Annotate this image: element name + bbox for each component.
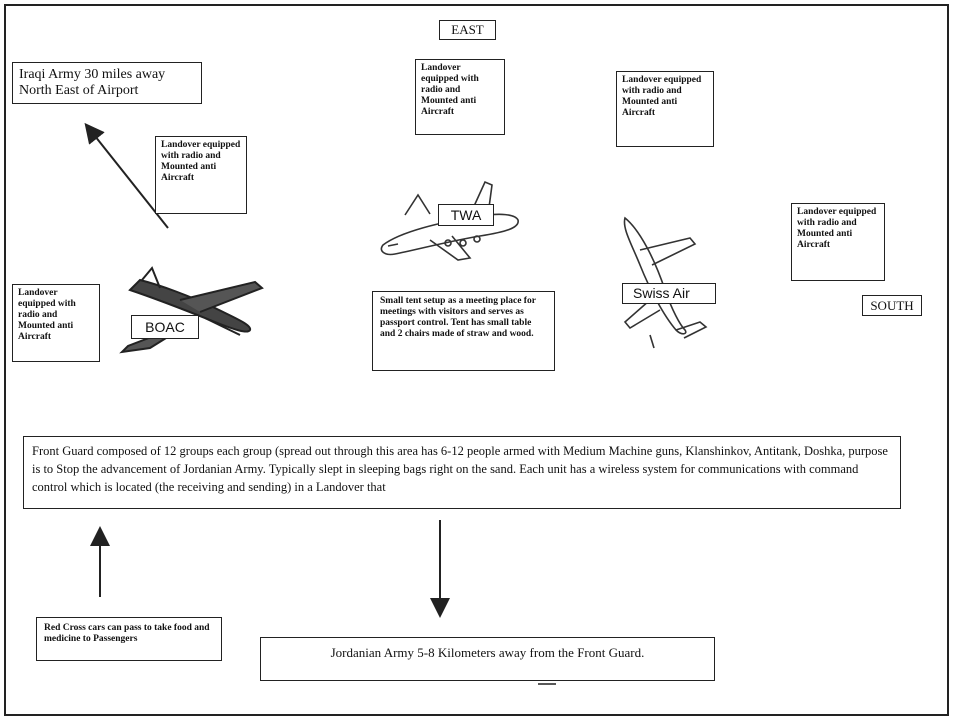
boac-plane-label: BOAC: [131, 315, 199, 339]
diagram-frame: [4, 4, 949, 716]
iraqi-army-box: Iraqi Army 30 miles away North East of A…: [12, 62, 202, 104]
landover-box-east: Landover equipped with radio and Mounted…: [415, 59, 505, 135]
landover-box-south: Landover equipped with radio and Mounted…: [791, 203, 885, 281]
red-cross-box: Red Cross cars can pass to take food and…: [36, 617, 222, 661]
swiss-air-plane-drawing: [623, 216, 708, 349]
twa-plane-label: TWA: [438, 204, 494, 226]
south-direction-label: SOUTH: [862, 295, 922, 316]
arrow-to-iraqi-army: [84, 122, 169, 229]
boac-plane-drawing: [119, 266, 264, 354]
east-direction-label: EAST: [439, 20, 496, 40]
swiss-air-plane-label: Swiss Air: [622, 283, 716, 304]
landover-box-west: Landover equipped with radio and Mounted…: [12, 284, 100, 362]
landover-box-southeast: Landover equipped with radio and Mounted…: [616, 71, 714, 147]
landover-box-northwest: Landover equipped with radio and Mounted…: [155, 136, 247, 214]
jordanian-army-box: Jordanian Army 5-8 Kilometers away from …: [260, 637, 715, 681]
front-guard-box: Front Guard composed of 12 groups each g…: [23, 436, 901, 509]
tent-note-box: Small tent setup as a meeting place for …: [372, 291, 555, 371]
